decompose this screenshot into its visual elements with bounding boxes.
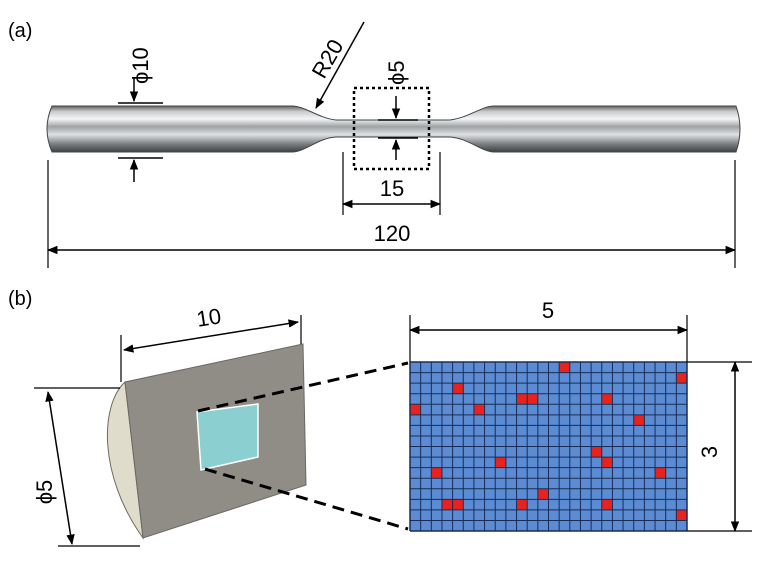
red-voxel bbox=[633, 414, 645, 426]
slice-length-arrow bbox=[122, 319, 300, 353]
zoom-line-top bbox=[197, 361, 409, 413]
red-voxel bbox=[537, 488, 549, 500]
panel-a: (a) ϕ10 R20 ϕ5 15 120 bbox=[8, 20, 741, 268]
slice-diameter-arrow bbox=[45, 390, 75, 546]
red-voxel bbox=[601, 457, 613, 468]
zoom-line-bottom bbox=[204, 467, 409, 531]
red-voxel bbox=[495, 457, 506, 468]
red-voxel bbox=[559, 362, 570, 373]
slice-face bbox=[106, 380, 144, 539]
grid-width-label: 5 bbox=[542, 298, 554, 323]
red-voxel bbox=[601, 499, 613, 510]
red-voxel bbox=[676, 372, 687, 384]
total-length-label: 120 bbox=[374, 221, 411, 246]
radius-label: R20 bbox=[307, 35, 349, 82]
red-voxel bbox=[452, 499, 464, 510]
tensile-specimen bbox=[46, 105, 741, 153]
red-voxel bbox=[591, 446, 602, 458]
radius-leader-arrow bbox=[315, 21, 365, 109]
red-voxel bbox=[601, 393, 613, 405]
red-voxel bbox=[473, 404, 485, 415]
red-voxel bbox=[452, 383, 464, 394]
analysis-window bbox=[196, 403, 259, 471]
red-voxel bbox=[655, 467, 666, 479]
grip-diameter-label: ϕ10 bbox=[128, 47, 153, 84]
red-voxel bbox=[441, 499, 453, 510]
panel-b: (b) 10 ϕ5 5 3 bbox=[8, 288, 752, 547]
gauge-section-box bbox=[352, 86, 431, 171]
gauge-length-label: 15 bbox=[380, 176, 404, 201]
red-voxel bbox=[410, 404, 421, 415]
grid-height-label: 3 bbox=[697, 446, 722, 458]
red-voxel bbox=[516, 499, 528, 510]
red-voxel bbox=[516, 393, 528, 405]
gauge-diameter-label: ϕ5 bbox=[384, 60, 409, 85]
slice-length-label: 10 bbox=[195, 303, 223, 332]
red-voxel bbox=[431, 467, 442, 479]
panel-a-label: (a) bbox=[8, 20, 32, 42]
panel-b-label: (b) bbox=[8, 288, 32, 310]
red-voxel bbox=[676, 509, 687, 521]
slice-diameter-label: ϕ5 bbox=[32, 480, 57, 505]
red-voxel bbox=[527, 393, 538, 405]
voxel-grid bbox=[409, 361, 688, 532]
